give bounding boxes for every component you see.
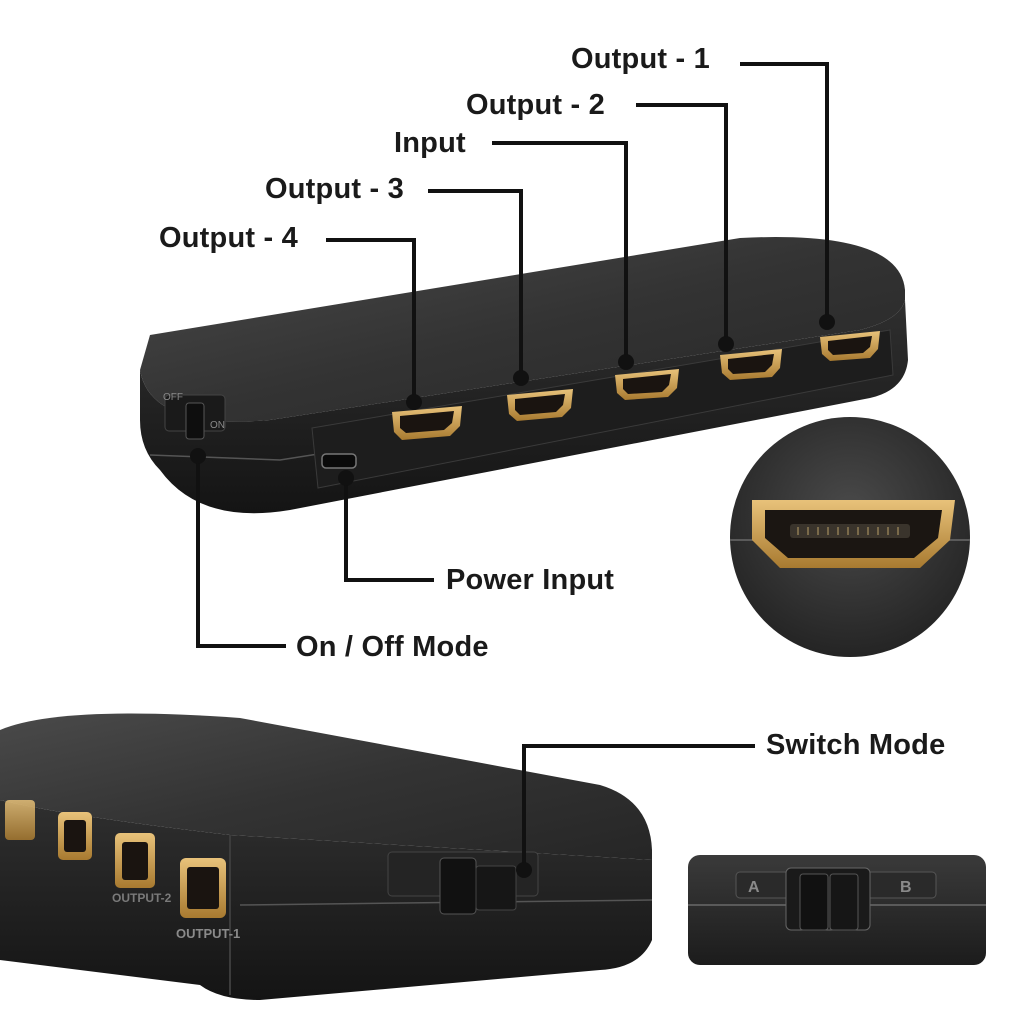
hdmi-port-output-1 [820,331,880,361]
leader-switch-mode [522,744,755,870]
switch-on-marking: ON [210,420,225,431]
leader-power-input [344,478,434,582]
switch-off-marking: OFF [163,392,183,403]
hdmi-port-zoom-circle [730,417,970,657]
side-hdmi-ports [5,800,226,918]
ab-switch-inset: A B [688,855,986,965]
hdmi-port-output-4 [392,406,462,440]
label-switch-mode: Switch Mode [766,729,946,761]
hdmi-port-output-2 [720,349,782,380]
label-on-off-mode: On / Off Mode [296,631,489,663]
port-label-output-1: OUTPUT-1 [176,926,240,941]
label-power-input: Power Input [446,564,615,596]
label-output-4: Output - 4 [159,222,298,254]
label-output-2: Output - 2 [466,89,605,121]
switch-a-marking: A [748,879,760,896]
side-device-face [0,800,652,1000]
on-off-switch-knob[interactable] [185,402,205,440]
label-input: Input [394,127,466,159]
hdmi-splitter-side-view: OUTPUT-2 OUTPUT-1 [0,713,653,1000]
hdmi-port-output-3 [507,389,573,421]
leader-lines [196,62,829,870]
label-output-3: Output - 3 [265,173,404,205]
leader-on-off [196,456,286,648]
leader-output-3 [428,189,523,378]
side-device-top [0,713,652,860]
leader-output-1 [740,62,829,322]
leader-dots [190,314,835,878]
leader-output-2 [636,103,728,344]
leader-output-4 [326,238,416,402]
switch-b-marking: B [900,879,912,896]
leader-input [492,141,628,362]
ab-switch-knob[interactable] [439,857,477,915]
hdmi-port-input [615,369,679,400]
port-label-output-2: OUTPUT-2 [112,891,172,905]
micro-usb-port [321,453,357,469]
label-output-1: Output - 1 [571,43,710,75]
